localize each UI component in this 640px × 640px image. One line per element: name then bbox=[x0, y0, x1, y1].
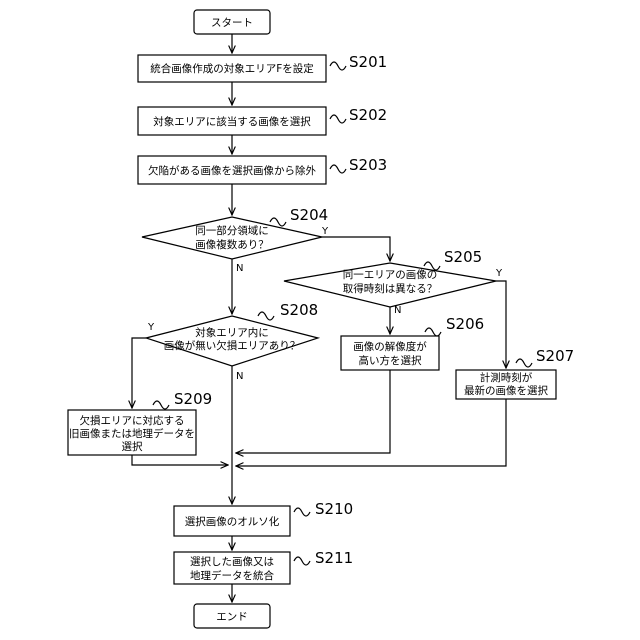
decision-s204: 同一部分領域に 画像複数あり？ S204 bbox=[142, 206, 328, 259]
s205-line1: 同一エリアの画像の bbox=[343, 269, 438, 281]
s202-text: 対象エリアに該当する画像を選択 bbox=[153, 115, 311, 128]
s207-label: S207 bbox=[536, 347, 574, 365]
s201-text: 統合画像作成の対象エリアFを設定 bbox=[150, 62, 314, 75]
arrow-s205-yes bbox=[496, 281, 506, 368]
s211-line2: 地理データを統合 bbox=[190, 569, 274, 582]
s206-label: S206 bbox=[446, 315, 484, 333]
step-s210: 選択画像のオルソ化 S210 bbox=[174, 500, 353, 536]
step-s211: 選択した画像又は 地理データを統合 S211 bbox=[174, 549, 353, 584]
s210-label: S210 bbox=[315, 500, 353, 518]
arrow-s207-merge bbox=[236, 399, 506, 466]
s208-yes-label: Y bbox=[147, 322, 155, 333]
s205-no-label: N bbox=[394, 305, 401, 316]
arrow-s206-merge bbox=[236, 370, 390, 453]
end-terminal: エンド bbox=[194, 604, 270, 628]
s208-line2: 画像が無い欠損エリアあり？ bbox=[164, 339, 301, 352]
step-s207: 計測時刻が 最新の画像を選択 S207 bbox=[456, 347, 574, 399]
s205-label: S205 bbox=[444, 248, 482, 266]
s209-line2: 旧画像または地理データを bbox=[69, 427, 195, 440]
step-s203: 欠陥がある画像を選択画像から除外 S203 bbox=[138, 156, 387, 184]
s209-line3: 選択 bbox=[122, 440, 143, 453]
s209-label: S209 bbox=[174, 390, 212, 408]
s208-label: S208 bbox=[280, 301, 318, 319]
s205-yes-label: Y bbox=[495, 268, 503, 279]
s203-text: 欠陥がある画像を選択画像から除外 bbox=[148, 164, 316, 177]
s203-label: S203 bbox=[349, 156, 387, 174]
s207-line1: 計測時刻が bbox=[480, 371, 533, 384]
end-label: エンド bbox=[216, 611, 248, 623]
step-s201: 統合画像作成の対象エリアFを設定 S201 bbox=[138, 53, 387, 82]
start-terminal: スタート bbox=[194, 10, 270, 34]
s210-text: 選択画像のオルソ化 bbox=[185, 515, 280, 528]
s211-line1: 選択した画像又は bbox=[190, 555, 274, 568]
s208-no-label: N bbox=[236, 371, 243, 382]
start-label: スタート bbox=[211, 17, 253, 29]
s204-yes-label: Y bbox=[321, 226, 329, 237]
step-s209: 欠損エリアに対応する 旧画像または地理データを 選択 S209 bbox=[68, 390, 212, 455]
s204-line2: 画像複数あり？ bbox=[195, 238, 269, 251]
arrow-s208-yes bbox=[132, 338, 146, 408]
s205-line2: 取得時刻は異なる？ bbox=[343, 282, 438, 295]
arrow-s209-merge bbox=[132, 455, 228, 465]
s208-line1: 対象エリア内に bbox=[195, 326, 269, 339]
s204-no-label: N bbox=[236, 263, 243, 274]
step-s202: 対象エリアに該当する画像を選択 S202 bbox=[138, 106, 387, 135]
s201-label: S201 bbox=[349, 53, 387, 71]
step-s206: 画像の解像度が 高い方を選択 S206 bbox=[341, 315, 484, 370]
s211-label: S211 bbox=[315, 549, 353, 567]
s204-line1: 同一部分領域に bbox=[195, 224, 269, 237]
s206-line2: 高い方を選択 bbox=[359, 354, 422, 367]
s204-label: S204 bbox=[290, 206, 328, 224]
arrow-s204-yes bbox=[322, 237, 390, 261]
s207-line2: 最新の画像を選択 bbox=[464, 384, 548, 397]
s202-label: S202 bbox=[349, 106, 387, 124]
s209-line1: 欠損エリアに対応する bbox=[80, 414, 185, 427]
s206-line1: 画像の解像度が bbox=[353, 340, 427, 353]
